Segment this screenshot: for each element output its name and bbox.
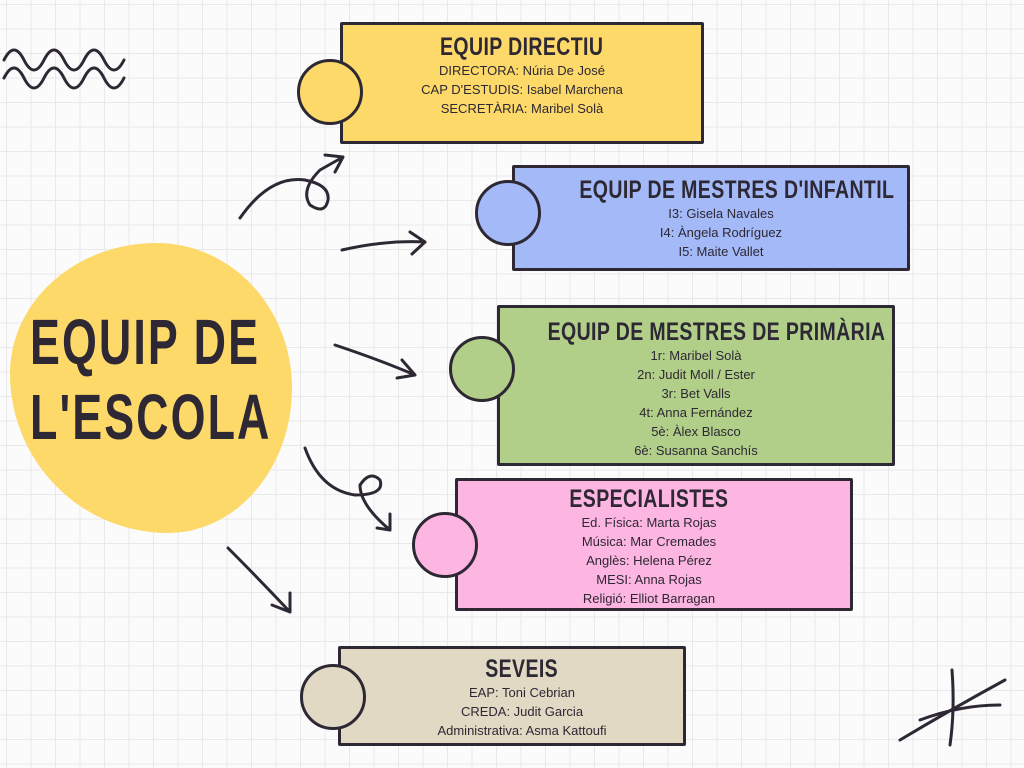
circle-marker (412, 512, 478, 578)
arrow-to-infantil (340, 230, 427, 256)
box-title: EQUIP DE MESTRES D'INFANTIL (579, 176, 895, 204)
member-line: DIRECTORA: Núria De José (439, 63, 605, 78)
arrow-to-especialistes (303, 446, 392, 532)
box-title: EQUIP DIRECTIU (440, 33, 604, 61)
circle-marker (449, 336, 515, 402)
member-line: I5: Maite Vallet (678, 244, 764, 259)
title-blob (10, 243, 292, 533)
member-line: Religió: Elliot Barragan (582, 591, 716, 606)
member-line: 3r: Bet Valls (661, 386, 731, 401)
circle-marker (300, 664, 366, 730)
main-title-line1: EQUIP DE (30, 306, 261, 378)
member-line: 6è: Susanna Sanchís (634, 443, 758, 458)
cross-doodle (898, 668, 1007, 747)
box-equip-directiu: EQUIP DIRECTIU DIRECTORA: Núria De José … (340, 22, 704, 144)
arrow-to-primaria (333, 343, 417, 380)
member-line: Ed. Física: Marta Rojas (581, 515, 717, 530)
box-title: SEVEIS (485, 655, 559, 683)
member-line: I3: Gisela Navales (668, 206, 774, 221)
member-line: 2n: Judit Moll / Ester (637, 367, 755, 382)
arrow-to-directiu (238, 153, 345, 220)
box-especialistes: ESPECIALISTES Ed. Física: Marta Rojas Mú… (455, 478, 853, 611)
circle-marker (297, 59, 363, 125)
member-line: 1r: Maribel Solà (650, 348, 742, 363)
member-line: 4t: Anna Fernández (639, 405, 753, 420)
member-line: MESI: Anna Rojas (596, 572, 702, 587)
wave-doodle (2, 48, 126, 90)
member-line: Administrativa: Asma Kattoufi (437, 723, 607, 738)
member-line: EAP: Toni Cebrian (469, 685, 575, 700)
member-line: 5è: Àlex Blasco (651, 424, 741, 439)
arrow-to-seveis (226, 546, 292, 614)
member-line: CREDA: Judit Garcia (460, 704, 584, 719)
circle-marker (475, 180, 541, 246)
box-equip-primaria: EQUIP DE MESTRES DE PRIMÀRIA 1r: Maribel… (497, 305, 895, 466)
box-seveis: SEVEIS EAP: Toni Cebrian CREDA: Judit Ga… (338, 646, 686, 746)
box-equip-infantil: EQUIP DE MESTRES D'INFANTIL I3: Gisela N… (512, 165, 910, 271)
member-line: Anglès: Helena Pérez (586, 553, 712, 568)
member-line: I4: Àngela Rodríguez (659, 225, 783, 240)
main-title-line2: L'ESCOLA (30, 381, 272, 453)
box-title: ESPECIALISTES (569, 485, 729, 513)
box-title: EQUIP DE MESTRES DE PRIMÀRIA (547, 318, 886, 346)
member-line: Música: Mar Cremades (581, 534, 717, 549)
member-line: SECRETÀRIA: Maribel Solà (440, 101, 604, 116)
member-line: CAP D'ESTUDIS: Isabel Marchena (421, 82, 623, 97)
